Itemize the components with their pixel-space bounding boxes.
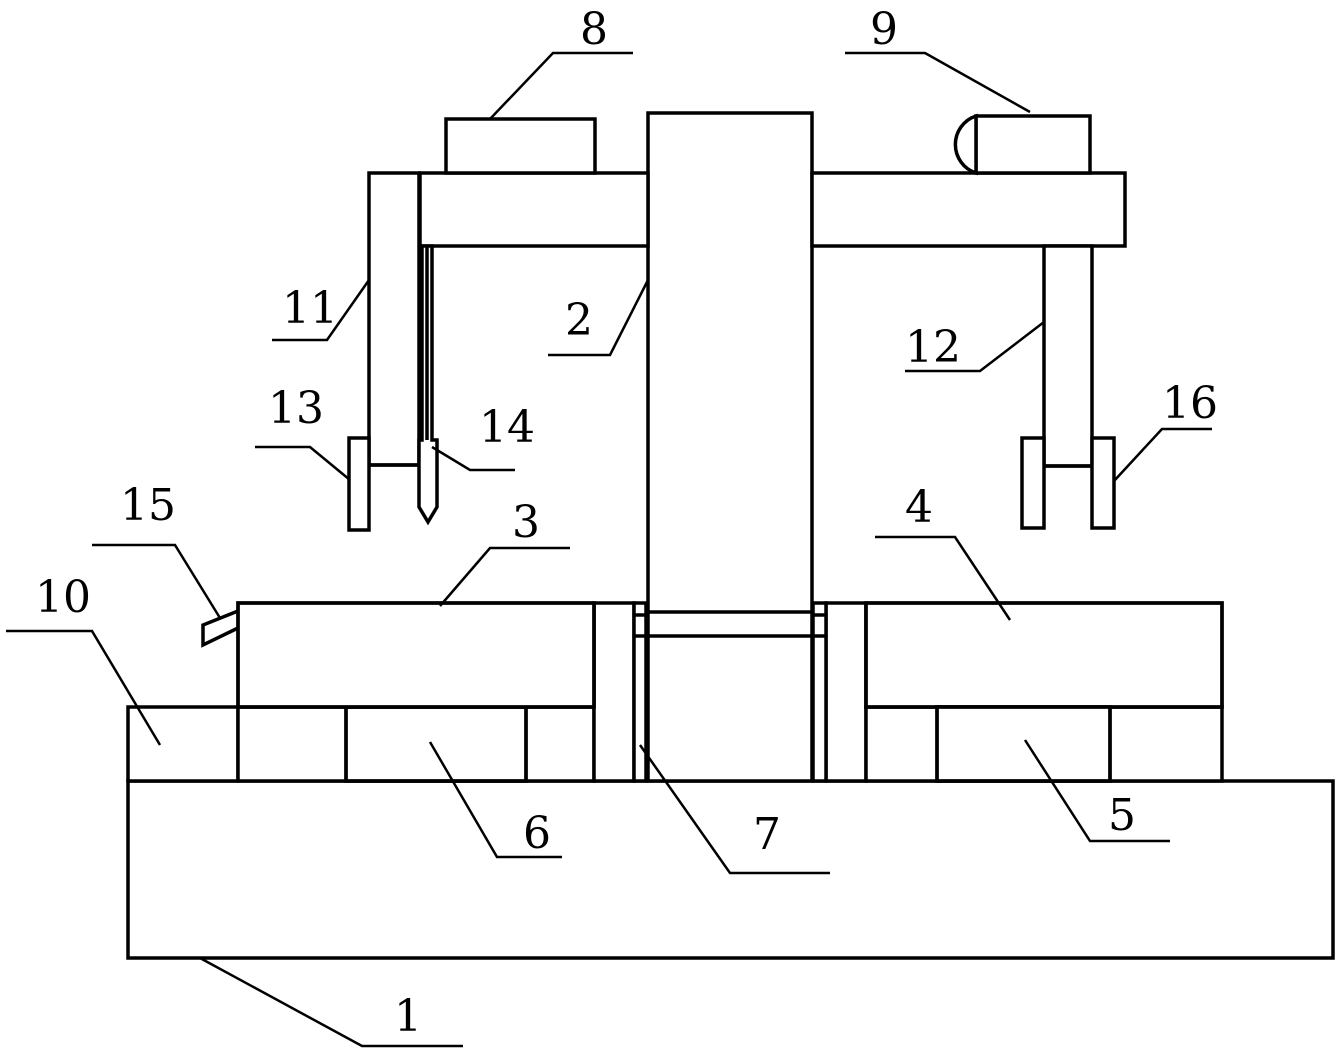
central-column	[646, 111, 814, 783]
right-arm	[1042, 244, 1094, 468]
leader-2	[548, 279, 650, 357]
leader-4	[875, 535, 1012, 621]
label-8: 8	[580, 4, 608, 55]
leader-3	[439, 546, 570, 607]
left-work-plate	[236, 601, 596, 709]
label-1: 1	[394, 991, 422, 1042]
leader-1	[199, 956, 463, 1048]
right-work-plate	[864, 601, 1224, 709]
leader-13	[255, 445, 351, 481]
label-11: 11	[282, 283, 338, 334]
dashed-block	[935, 705, 1112, 783]
leader-14	[431, 445, 515, 472]
base-plate	[126, 779, 1335, 960]
left-clamp-pad	[347, 436, 371, 532]
leader-6	[428, 741, 562, 859]
label-15: 15	[120, 480, 176, 531]
leader-10	[6, 629, 162, 746]
cross-beam-right	[810, 171, 1127, 248]
motor-box-9	[974, 114, 1092, 175]
label-9: 9	[870, 4, 898, 55]
small-tab	[201, 609, 239, 648]
left-arm	[367, 171, 421, 467]
label-14: 14	[479, 402, 535, 453]
left-stop-block	[126, 705, 240, 783]
label-16: 16	[1162, 378, 1218, 429]
right-clamp-pad-outer	[1090, 436, 1116, 530]
left-sleeve-wall	[592, 601, 636, 783]
dashed-block-outline	[935, 705, 1112, 783]
left-work-plate-outline	[236, 601, 596, 709]
leader-12	[905, 321, 1045, 373]
leader-16	[1113, 427, 1212, 482]
label-10: 10	[35, 572, 91, 623]
label-2: 2	[565, 295, 593, 346]
right-clamp-pad-inner	[1020, 436, 1046, 530]
leader-8	[489, 51, 633, 120]
cross-beam-left	[418, 171, 650, 248]
grid-block	[344, 705, 528, 783]
label-3: 3	[512, 497, 540, 548]
label-6: 6	[523, 808, 551, 859]
label-4: 4	[905, 482, 933, 533]
label-13: 13	[268, 383, 324, 434]
motor-box-8	[444, 117, 597, 175]
label-12: 12	[905, 322, 961, 373]
sleeve-inner-left	[632, 601, 648, 783]
sleeve-inner-right	[811, 601, 828, 783]
motor-9-dome	[953, 113, 978, 176]
leader-5	[1023, 739, 1170, 843]
label-7: 7	[753, 809, 781, 860]
leader-15	[92, 543, 222, 619]
leader-9	[845, 51, 1031, 114]
right-sleeve-wall	[824, 601, 868, 783]
label-5: 5	[1108, 790, 1136, 841]
leader-7	[638, 744, 830, 875]
leader-11	[272, 279, 371, 342]
